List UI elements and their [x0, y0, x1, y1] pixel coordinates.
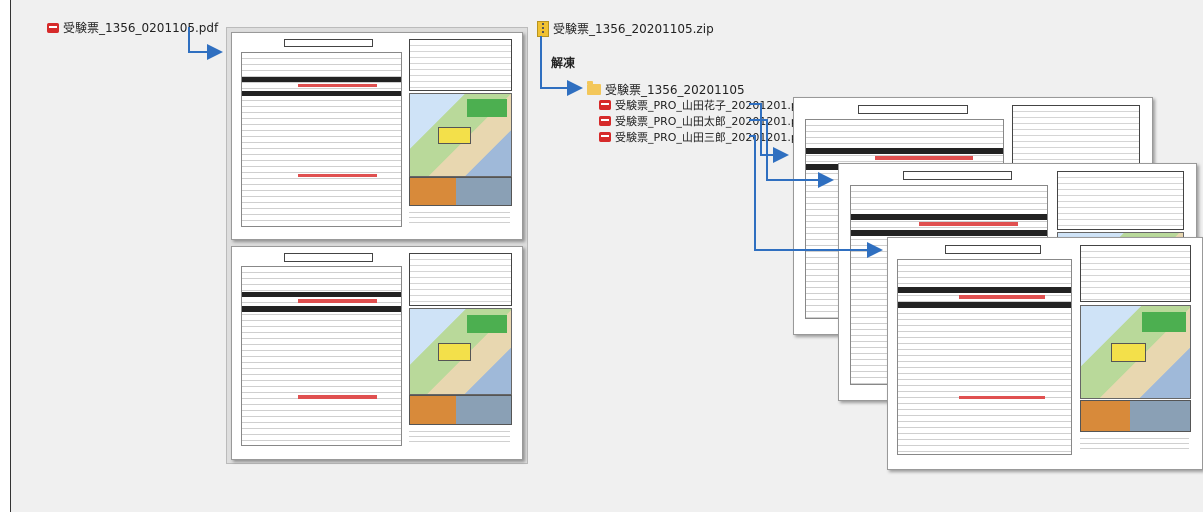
extracted-file-2-name: 受験票_PRO_山田太郎_20201201.pdf	[615, 115, 809, 128]
pdf-icon	[599, 116, 611, 126]
folder-icon	[587, 81, 601, 95]
diagram-canvas: 受験票_1356_0201105.pdf 受験票_1356_20201105.z…	[10, 0, 1203, 512]
left-pdf-file[interactable]: 受験票_1356_0201105.pdf	[47, 19, 218, 36]
zip-file[interactable]: 受験票_1356_20201105.zip	[537, 20, 714, 37]
extracted-document-3	[887, 237, 1203, 470]
zip-icon	[537, 20, 549, 37]
extracted-folder[interactable]: 受験票_1356_20201105	[587, 81, 745, 98]
left-combined-document	[226, 27, 528, 464]
extracted-file-3[interactable]: 受験票_PRO_山田三郎_20201201.pdf	[599, 129, 809, 145]
extracted-file-1-name: 受験票_PRO_山田花子_20201201.pdf	[615, 99, 809, 112]
extracted-file-1[interactable]: 受験票_PRO_山田花子_20201201.pdf	[599, 97, 809, 113]
extract-label: 解凍	[551, 56, 576, 70]
pdf-icon	[47, 22, 59, 33]
left-document-page-1	[231, 32, 523, 240]
extracted-file-3-name: 受験票_PRO_山田三郎_20201201.pdf	[615, 131, 809, 144]
left-pdf-filename: 受験票_1356_0201105.pdf	[63, 21, 219, 35]
pdf-icon	[599, 100, 611, 110]
left-document-page-2	[231, 246, 523, 460]
extracted-file-2[interactable]: 受験票_PRO_山田太郎_20201201.pdf	[599, 113, 809, 129]
pdf-icon	[599, 132, 611, 142]
folder-name: 受験票_1356_20201105	[605, 83, 745, 97]
zip-filename: 受験票_1356_20201105.zip	[553, 22, 714, 36]
